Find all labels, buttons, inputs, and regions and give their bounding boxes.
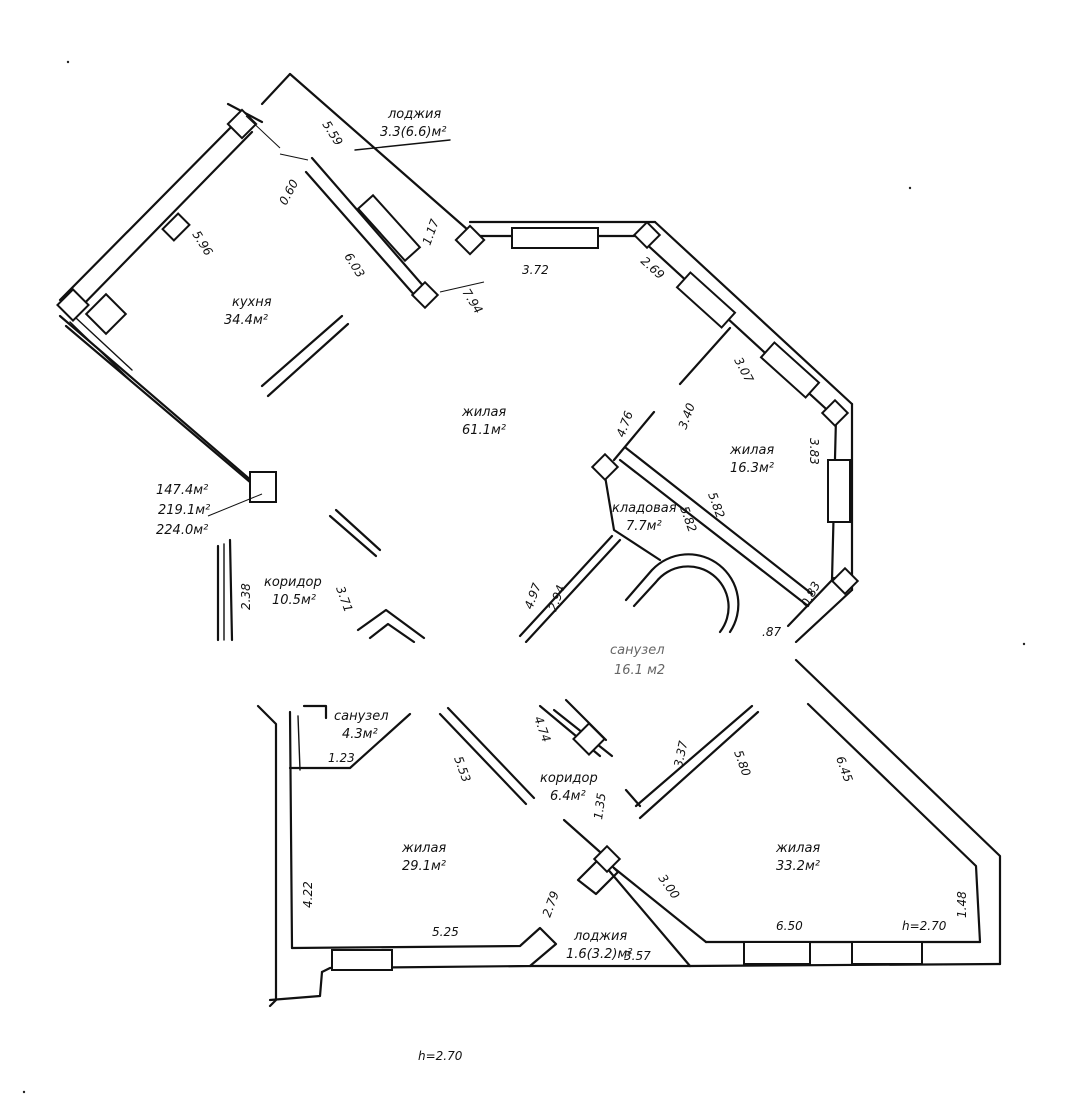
lower-walls	[256, 658, 1002, 1008]
dim-label: 5.82	[677, 504, 699, 534]
total-areas: 147.4м² 219.1м² 224.0м²	[156, 483, 210, 538]
dim-label: 5.25	[432, 925, 459, 939]
living-east-name: жилая	[729, 443, 774, 458]
bath-main-name: санузел	[610, 643, 665, 658]
dim-label: 3.00	[656, 872, 683, 902]
dim-label: 5.53	[451, 754, 473, 784]
loggia-south-area: 1.6(3.2)м²	[566, 947, 633, 962]
dim-label: 4.97	[522, 581, 544, 611]
dim-label: 2.79	[540, 889, 562, 919]
ceiling-height-footer: h=2.70	[418, 1049, 463, 1063]
storage-name: кладовая	[612, 501, 677, 516]
dim-label: 3.07	[731, 355, 756, 385]
dim-label: 5.96	[189, 228, 215, 258]
total-area-1: 147.4м²	[156, 483, 208, 498]
dim-label: 1.35	[591, 792, 609, 820]
merge-band	[0, 643, 1068, 701]
living-se-name: жилая	[775, 841, 820, 856]
loggia-north-name: лоджия	[387, 107, 441, 122]
loggia-south-name: лоджия	[573, 929, 627, 944]
dim-label: 1.23	[328, 751, 355, 765]
dim-label: 5.80	[731, 748, 753, 778]
total-area-3: 224.0м²	[156, 523, 208, 538]
dim-label: 6.50	[776, 919, 803, 933]
ceiling-height-note: h=2.70	[902, 919, 947, 933]
dim-label: .87	[762, 625, 781, 639]
dim-label: 1.17	[420, 217, 442, 247]
dim-label: 2.94	[546, 583, 568, 613]
dim-label: 5.82	[705, 490, 727, 520]
upper-walls	[58, 72, 854, 644]
kitchen-name: кухня	[232, 295, 272, 310]
storage-area: 7.7м²	[626, 519, 662, 534]
living-se-area: 33.2м²	[776, 859, 820, 874]
dim-label: 4.76	[614, 409, 636, 439]
upper-columns	[56, 108, 860, 596]
living-main-name: жилая	[461, 405, 506, 420]
bath-main-area: 16.1 м2	[614, 663, 665, 678]
room-labels: кухня 34.4м² жилая 61.1м² жилая 16.3м² к…	[224, 107, 820, 962]
dim-label: 3.71	[333, 584, 355, 614]
dim-label: 3.37	[671, 739, 690, 768]
dim-label: 4.74	[531, 714, 553, 744]
dim-label: 4.22	[301, 881, 315, 908]
scan-specks	[22, 60, 1026, 1094]
lower-columns	[572, 722, 622, 874]
dim-label: 1.48	[955, 891, 969, 918]
corridor-south-area: 6.4м²	[550, 789, 586, 804]
dim-label: 3.40	[676, 401, 698, 431]
living-sw-name: жилая	[401, 841, 446, 856]
total-area-2: 219.1м²	[158, 503, 210, 518]
dimension-leaders	[207, 115, 485, 517]
dim-label: 0.60	[276, 177, 301, 207]
loggia-north-area: 3.3(6.6)м²	[380, 125, 447, 140]
bath-small-name: санузел	[334, 709, 389, 724]
kitchen-area: 34.4м²	[224, 313, 268, 328]
dim-label: 3.57	[624, 949, 651, 963]
bath-small-area: 4.3м²	[342, 727, 378, 742]
dim-label: 5.59	[319, 118, 345, 148]
corridor-west-area: 10.5м²	[272, 593, 316, 608]
living-main-area: 61.1м²	[462, 423, 506, 438]
corridor-west-name: коридор	[264, 575, 322, 590]
dim-label: 2.38	[239, 583, 253, 610]
living-sw-area: 29.1м²	[402, 859, 446, 874]
dim-label: 6.03	[341, 250, 367, 280]
living-east-area: 16.3м²	[730, 461, 774, 476]
corridor-south-name: коридор	[540, 771, 598, 786]
dim-label: 7.94	[459, 286, 485, 316]
dim-label: 3.83	[807, 438, 821, 465]
dim-label: 3.72	[522, 263, 549, 277]
dim-label: 6.45	[833, 754, 855, 784]
